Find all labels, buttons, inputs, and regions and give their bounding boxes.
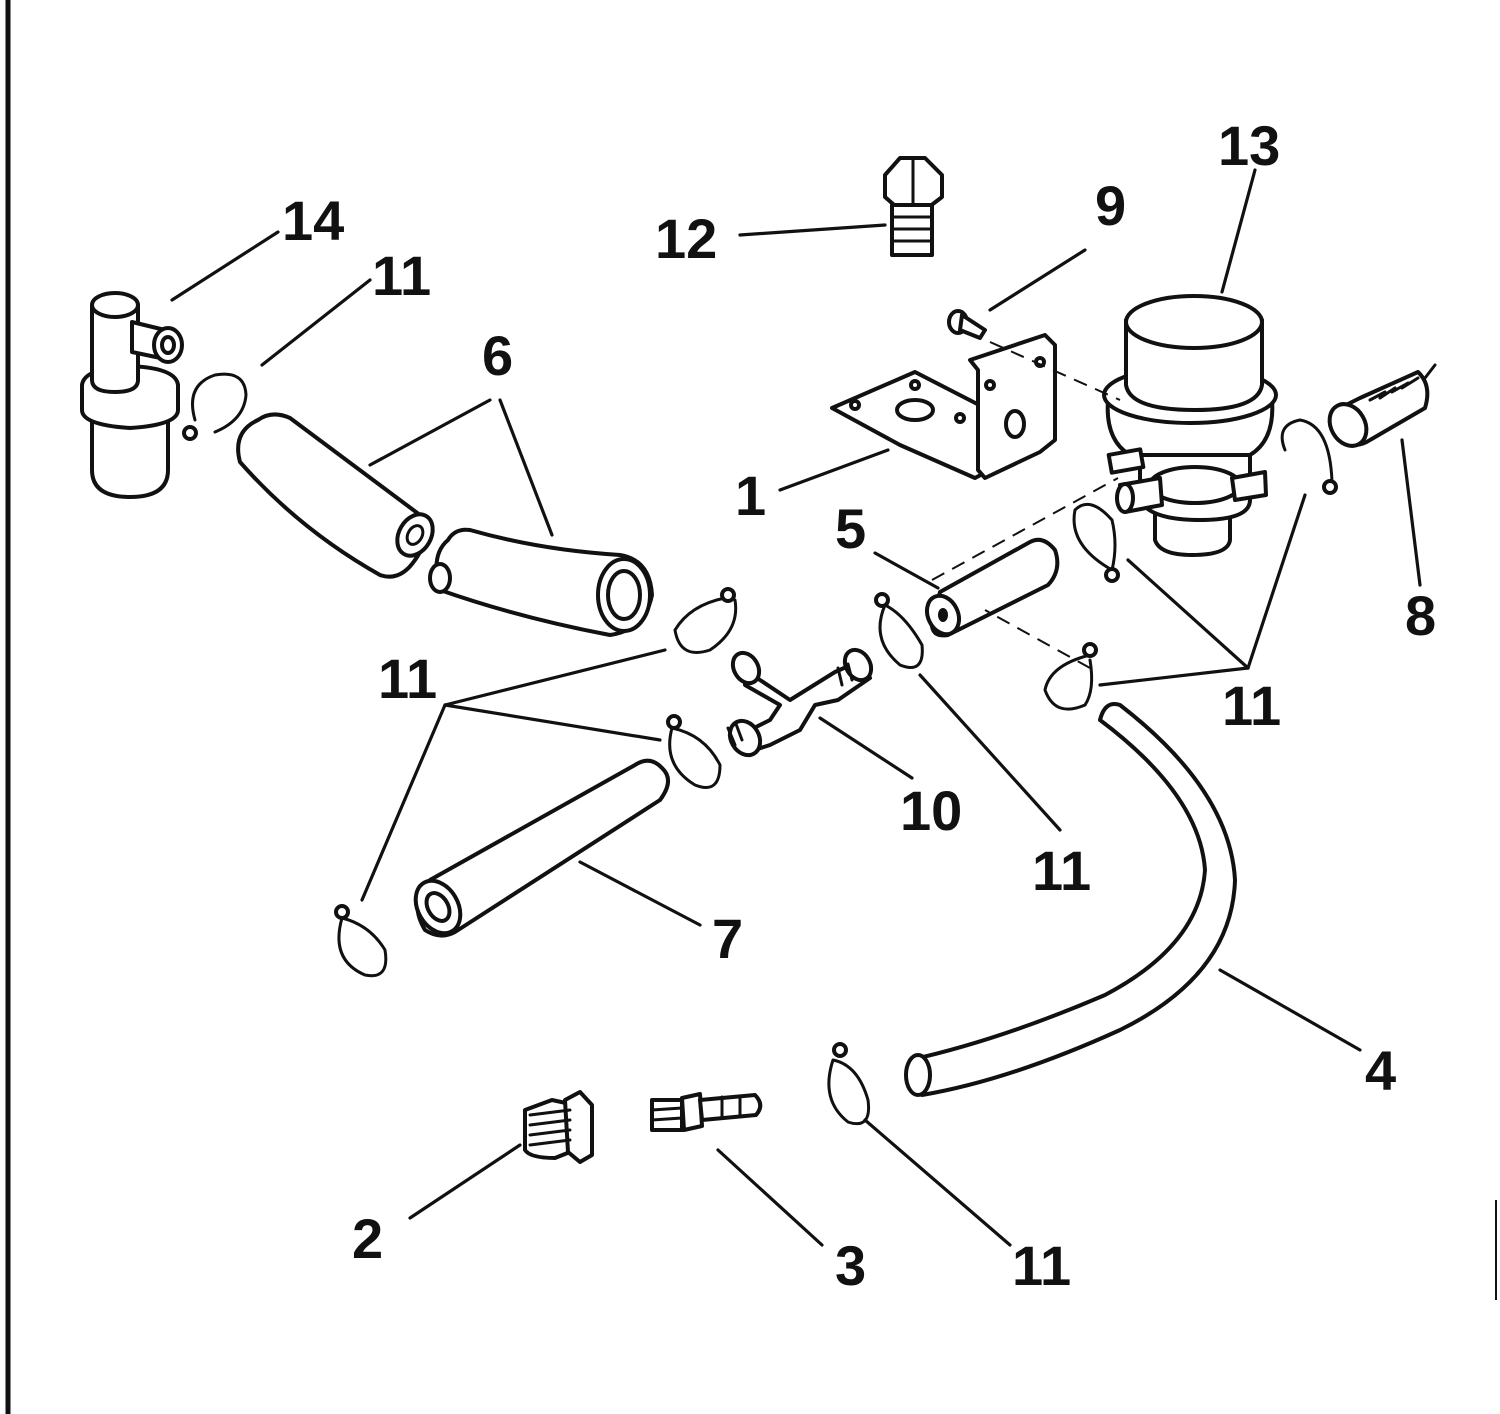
- part-6-hose-lower: [428, 527, 654, 637]
- part-10-tee-fitting: [726, 647, 874, 758]
- alignment-line: [984, 609, 1091, 669]
- callout-labels: 14 11 6 12 9 13 1 5 8 11 11 10 11 7 4 2 …: [282, 114, 1436, 1297]
- callout-9: 9: [1095, 174, 1126, 237]
- part-11-hose-clamp-near-4: [827, 1042, 871, 1126]
- callout-7: 7: [712, 907, 743, 970]
- part-1-mounting-bracket: [830, 333, 1057, 480]
- callout-6: 6: [482, 324, 513, 387]
- part-13-fuel-pump: [1102, 294, 1278, 557]
- callout-12: 12: [655, 207, 717, 270]
- part-2-pipe-plug: [523, 1090, 594, 1164]
- callout-4: 4: [1365, 1039, 1396, 1102]
- callout-14: 14: [282, 189, 344, 252]
- callout-11: 11: [378, 647, 437, 710]
- part-7-hose: [413, 758, 670, 938]
- leader-lines: [170, 168, 1422, 1247]
- part-11-hose-clamp-right-middle: [1072, 502, 1120, 583]
- part-12-hex-bolt: [883, 156, 944, 257]
- part-3-hose-barb: [650, 1092, 763, 1132]
- part-8-strainer: [1327, 363, 1437, 448]
- callout-2: 2: [352, 1207, 383, 1270]
- alignment-line: [989, 341, 1121, 401]
- alignment-line: [931, 477, 1119, 581]
- callout-5: 5: [835, 497, 866, 560]
- part-6-hose-upper: [236, 412, 435, 579]
- callout-1: 1: [735, 464, 766, 527]
- callout-13: 13: [1218, 114, 1280, 177]
- callout-8: 8: [1405, 584, 1436, 647]
- callout-11: 11: [1032, 839, 1091, 902]
- part-14-elbow-fitting: [80, 291, 184, 499]
- callout-11: 11: [372, 244, 431, 307]
- part-11-hose-clamp-right-upper: [1280, 418, 1338, 495]
- part-11-hose-clamp-near-6: [673, 587, 738, 654]
- part-11-hose-clamp-near-7: [666, 714, 722, 789]
- part-11-hose-clamp-lower-left: [334, 904, 388, 978]
- callout-10: 10: [900, 779, 962, 842]
- part-4-long-hose: [904, 702, 1237, 1097]
- part-5-short-hose: [924, 537, 1060, 638]
- part-11-hose-clamp-near-5: [874, 592, 924, 669]
- part-9-screw: [947, 309, 987, 340]
- callout-3: 3: [835, 1234, 866, 1297]
- callout-11: 11: [1012, 1234, 1071, 1297]
- part-11-hose-clamp: [182, 372, 248, 441]
- callout-11: 11: [1222, 674, 1281, 737]
- part-11-hose-clamp-right-lower: [1043, 642, 1098, 711]
